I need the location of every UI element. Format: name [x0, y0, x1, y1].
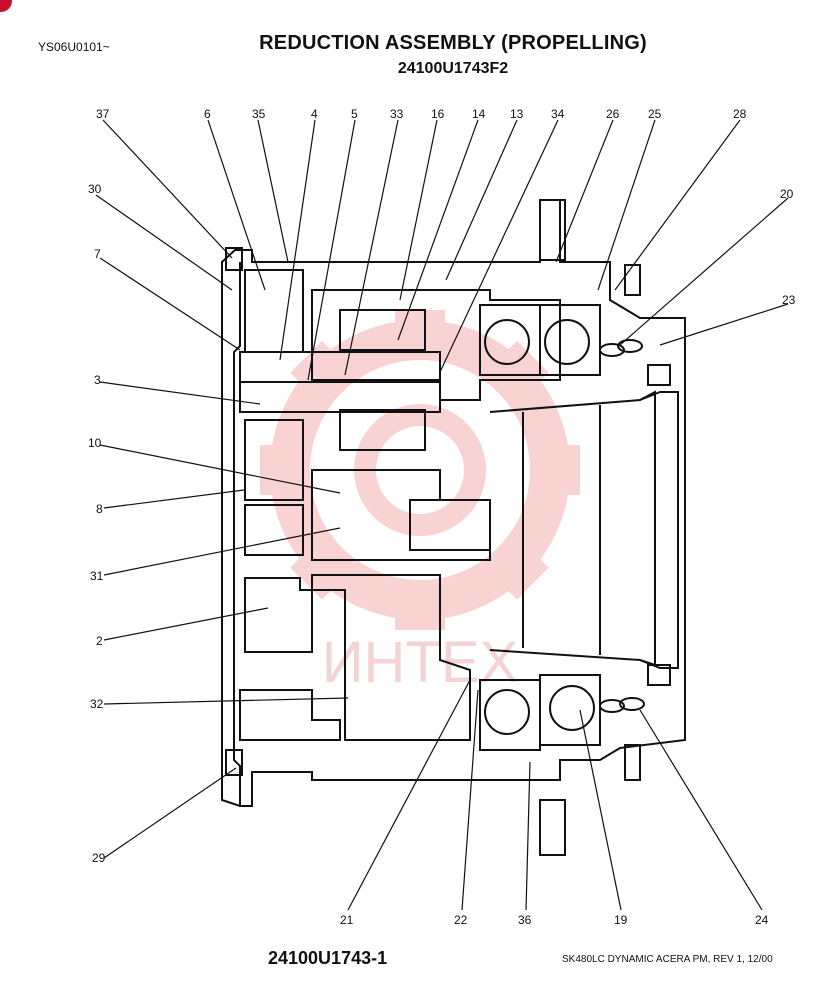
- callout-13: 13: [510, 107, 524, 121]
- callout-19: 19: [614, 913, 628, 927]
- callout-31: 31: [90, 569, 104, 583]
- callout-33: 33: [390, 107, 404, 121]
- callout-10: 10: [88, 436, 102, 450]
- callout-4: 4: [311, 107, 318, 121]
- leader-lines: [95, 119, 789, 911]
- callout-29: 29: [92, 851, 106, 865]
- callout-21: 21: [340, 913, 354, 927]
- callout-20: 20: [780, 187, 794, 201]
- callout-32: 32: [90, 697, 104, 711]
- callout-labels: 37 6 35 4 5 33 16 14 13 34 26 25 28 30 2…: [88, 107, 796, 927]
- callout-22: 22: [454, 913, 468, 927]
- callout-7: 7: [94, 247, 101, 261]
- revision-note: SK480LC DYNAMIC ACERA PM, REV 1, 12/00: [562, 954, 773, 965]
- callout-28: 28: [733, 107, 747, 121]
- assembly-number: 24100U1743F2: [397, 60, 509, 77]
- callout-8: 8: [96, 502, 103, 516]
- callout-30: 30: [88, 182, 102, 196]
- bearing-rollers: [484, 319, 645, 735]
- callout-5: 5: [351, 107, 358, 121]
- watermark-gear: [260, 310, 580, 630]
- callout-3: 3: [94, 373, 101, 387]
- callout-34: 34: [551, 107, 565, 121]
- callout-2: 2: [96, 634, 103, 648]
- callout-14: 14: [472, 107, 486, 121]
- callout-24: 24: [755, 913, 769, 927]
- callout-25: 25: [648, 107, 662, 121]
- drawing-id: 24100U1743-1: [268, 948, 388, 968]
- callout-37: 37: [96, 107, 110, 121]
- callout-23: 23: [782, 293, 796, 307]
- document-code: YS06U0101~: [38, 40, 110, 54]
- callout-26: 26: [606, 107, 620, 121]
- callout-6: 6: [204, 107, 211, 121]
- callout-35: 35: [252, 107, 266, 121]
- page-title: REDUCTION ASSEMBLY (PROPELLING): [259, 32, 647, 54]
- callout-16: 16: [431, 107, 445, 121]
- watermark-text: ИНТЕХ: [322, 630, 518, 695]
- callout-36: 36: [518, 913, 532, 927]
